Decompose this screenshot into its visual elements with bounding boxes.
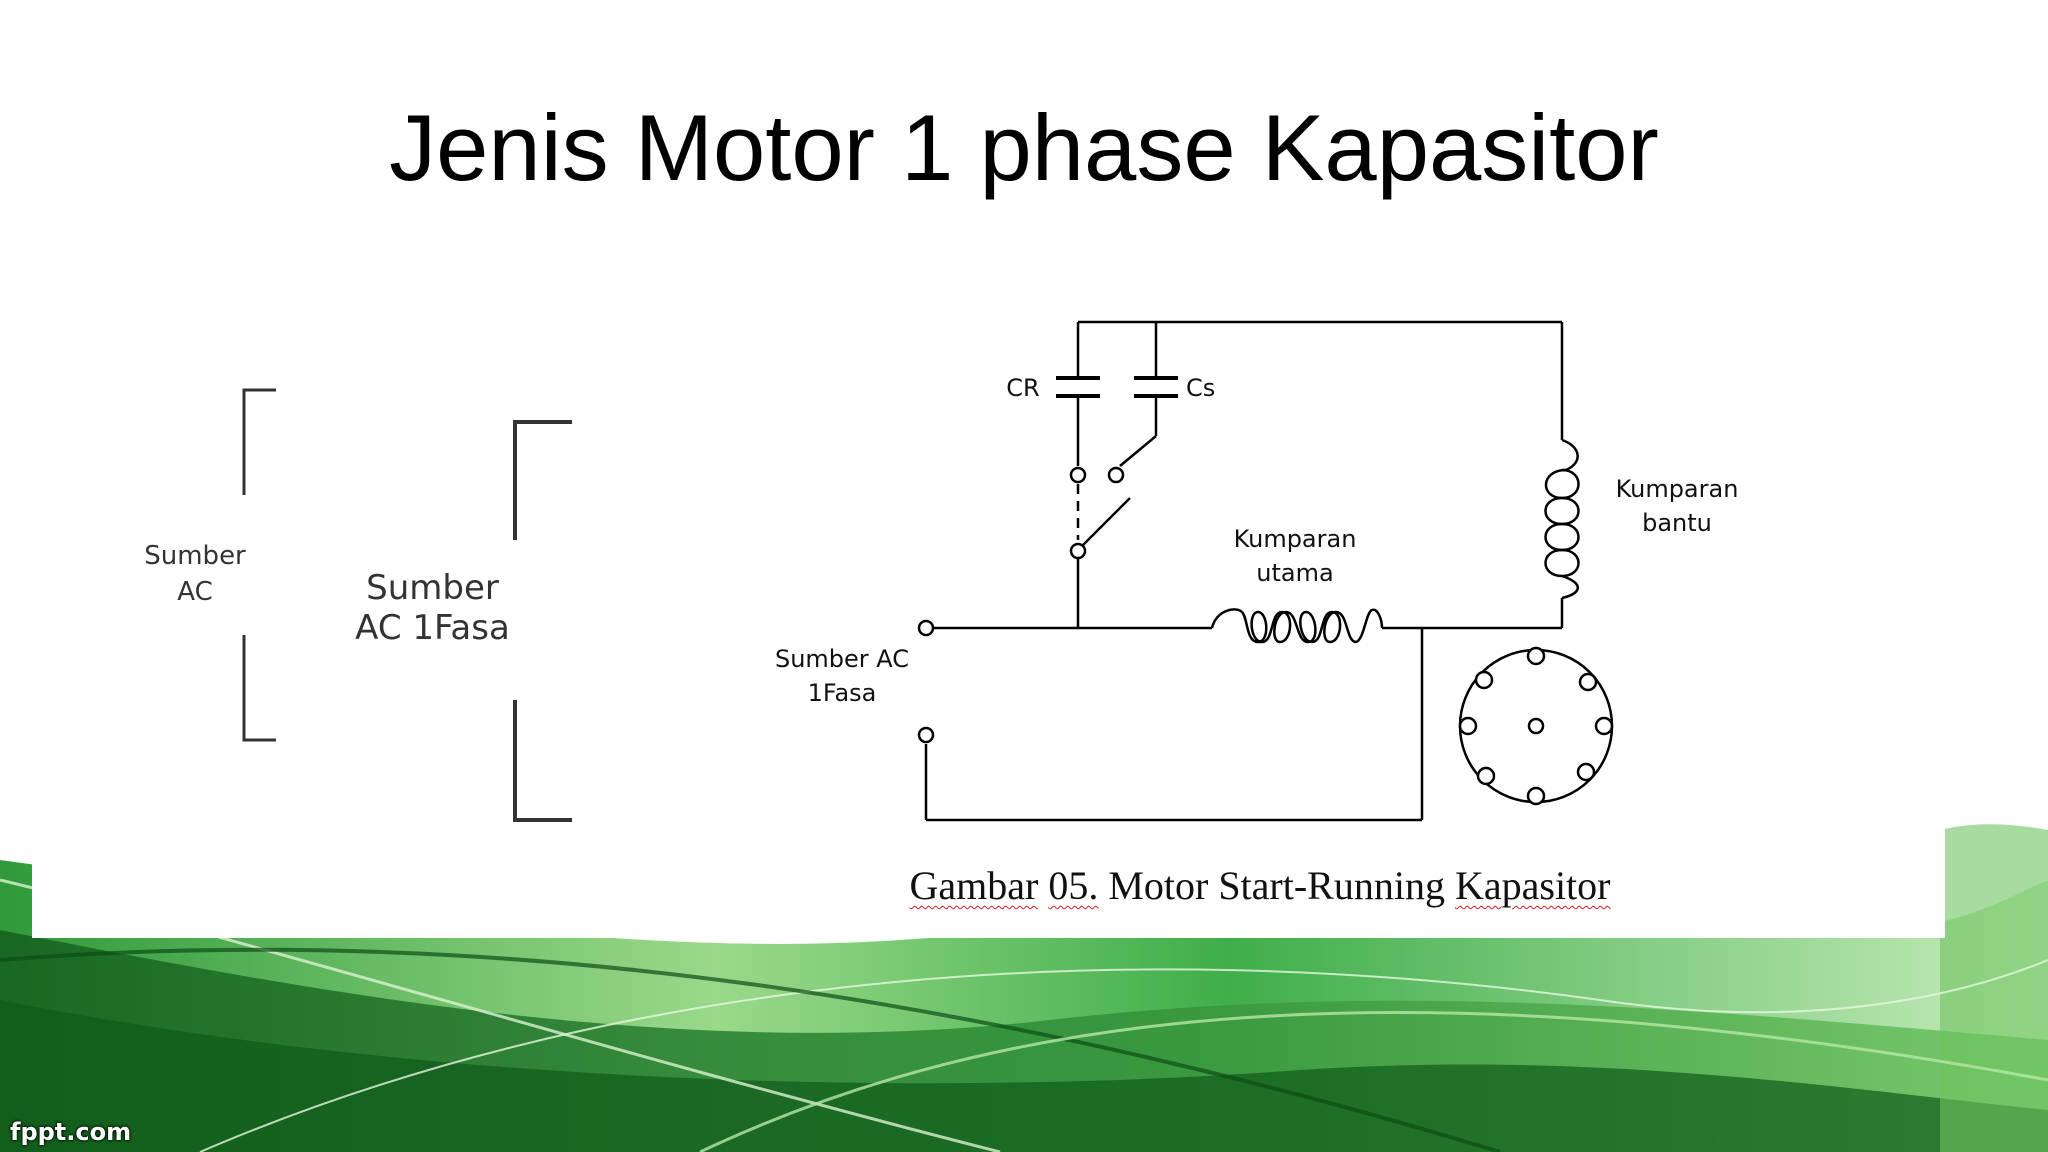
caption-word-kapasitor: Kapasitor	[1454, 863, 1611, 908]
left-label-large: Sumber AC 1Fasa	[335, 568, 530, 648]
capacitor-cs	[1134, 376, 1178, 398]
aux-winding-label-line1: Kumparan	[1615, 475, 1739, 503]
main-winding-label: Kumparan utama	[1210, 522, 1380, 590]
source-label-line1: Sumber AC	[774, 645, 910, 673]
switch-blade	[1077, 497, 1131, 551]
caption-word-gambar: Gambar	[909, 863, 1039, 908]
aux-winding-coil	[1544, 438, 1580, 600]
main-winding-label-line2: utama	[1256, 559, 1334, 587]
terminal-cs	[1107, 466, 1125, 484]
cap-start-label: Cs	[1186, 374, 1216, 402]
left-label-large-line1: Sumber	[366, 568, 499, 608]
caption-word-motor: Motor	[1108, 863, 1209, 908]
capacitor-cr	[1056, 376, 1100, 398]
left-label-large-line2: AC 1Fasa	[355, 608, 510, 648]
source-label-line2: 1Fasa	[807, 679, 877, 707]
terminal-cr	[1069, 466, 1087, 484]
brand-watermark: fppt.com	[10, 1118, 132, 1146]
caption-word-start-running: Start-Running	[1218, 863, 1445, 908]
main-winding-label-line1: Kumparan	[1233, 525, 1357, 553]
left-bracket-small	[242, 388, 276, 742]
cap-run-label: CR	[1006, 374, 1040, 402]
left-label-small-line1: Sumber	[144, 541, 246, 571]
main-winding-coil	[1210, 608, 1384, 644]
source-label: Sumber AC 1Fasa	[752, 642, 932, 710]
caption-word-number: 05.	[1048, 863, 1099, 908]
aux-winding-label-line2: bantu	[1642, 509, 1712, 537]
left-bracket-large	[513, 420, 572, 822]
terminal-source-top	[917, 619, 935, 637]
left-label-small: Sumber AC	[120, 538, 270, 610]
terminal-source-bottom	[917, 726, 935, 744]
motor-symbol	[1458, 646, 1614, 806]
terminal-switch-pivot	[1069, 542, 1087, 560]
left-label-small-line2: AC	[177, 577, 213, 607]
aux-winding-label: Kumparan bantu	[1592, 472, 1762, 540]
wire-cs-diag	[1119, 435, 1157, 467]
slide-title: Jenis Motor 1 phase Kapasitor	[389, 95, 1659, 200]
figure-caption: Gambar 05. Motor Start-Running Kapasitor	[880, 862, 1640, 909]
